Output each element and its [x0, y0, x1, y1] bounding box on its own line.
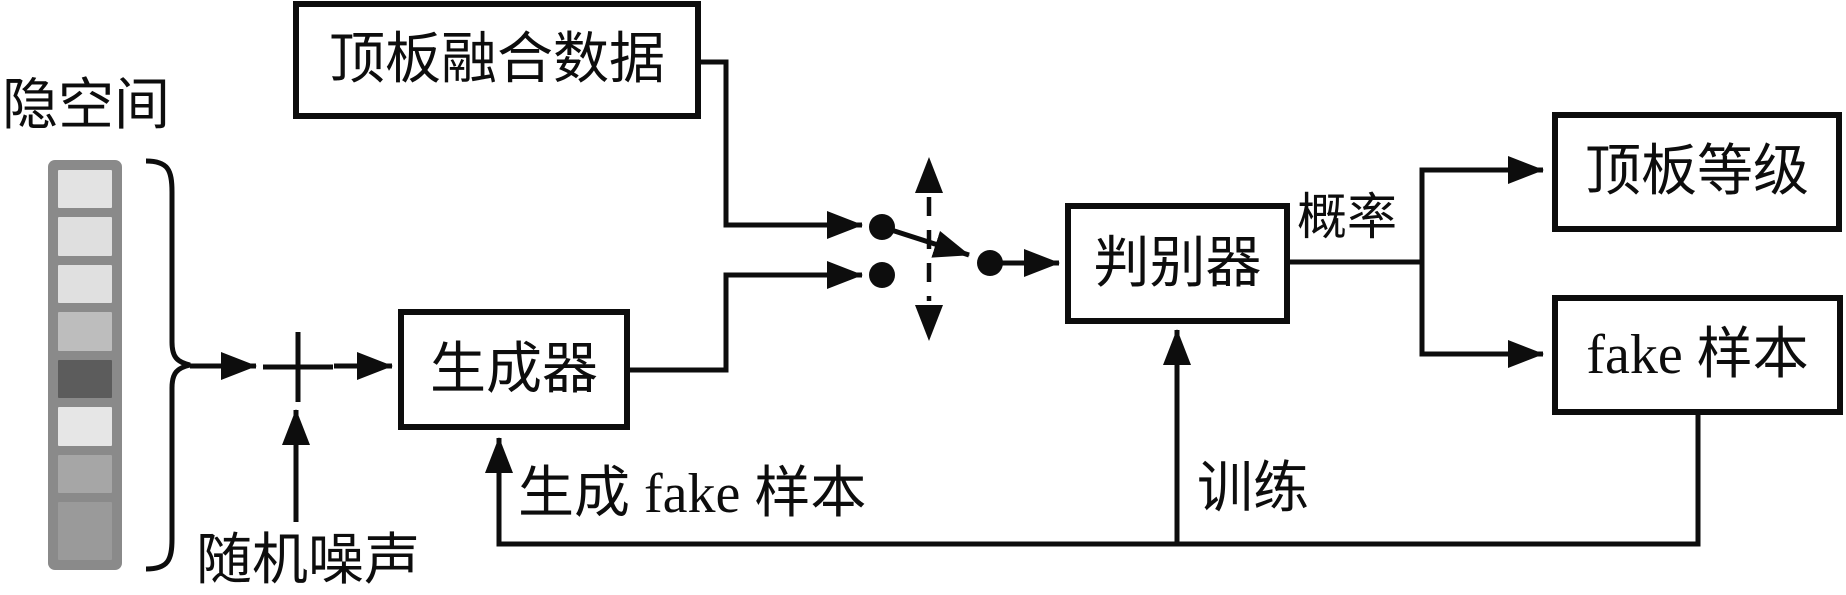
- selector-switch-icon: [869, 157, 1003, 341]
- latent-cell: [58, 264, 112, 304]
- roof-fusion-data-label: 顶板融合数据: [329, 29, 665, 91]
- latent-cell: [58, 359, 112, 399]
- fake-sample-label: fake 样本: [1586, 324, 1809, 386]
- generator-box: 生成器: [398, 309, 630, 430]
- wire-fusion-to-switch: [695, 59, 863, 239]
- switch-toggle-up-arrow: [915, 157, 943, 193]
- latent-cell: [58, 502, 112, 560]
- adder-plus-icon: [263, 332, 333, 402]
- latent-cell: [58, 454, 112, 494]
- train-label: 训练: [1197, 458, 1309, 520]
- latent-space-label: 隐空间: [2, 75, 170, 137]
- roof-grade-label: 顶板等级: [1585, 141, 1809, 203]
- random-noise-label: 随机噪声: [196, 530, 420, 592]
- roof-grade-box: 顶板等级: [1552, 112, 1842, 232]
- fake-sample-box: fake 样本: [1552, 295, 1843, 415]
- discriminator-box: 判别器: [1065, 203, 1290, 324]
- generate-fake-sample-label: 生成 fake 样本: [518, 463, 867, 525]
- wire-feedback-to-generator: [485, 413, 1701, 547]
- latent-cell: [58, 407, 112, 446]
- latent-cell: [58, 170, 112, 209]
- switch-lower-contact: [869, 262, 895, 288]
- discriminator-label: 判别器: [1093, 232, 1262, 295]
- switch-upper-contact: [869, 214, 895, 240]
- latent-vector: [48, 160, 122, 570]
- brace-icon: [145, 158, 191, 572]
- roof-fusion-data-box: 顶板融合数据: [293, 1, 701, 119]
- generator-label: 生成器: [430, 338, 598, 401]
- probability-label: 概率: [1297, 189, 1397, 245]
- latent-cell: [58, 312, 112, 351]
- wire-generator-to-switch: [630, 261, 863, 373]
- switch-lever: [881, 224, 970, 258]
- latent-cell: [58, 217, 112, 256]
- switch-toggle-down-arrow: [915, 305, 943, 341]
